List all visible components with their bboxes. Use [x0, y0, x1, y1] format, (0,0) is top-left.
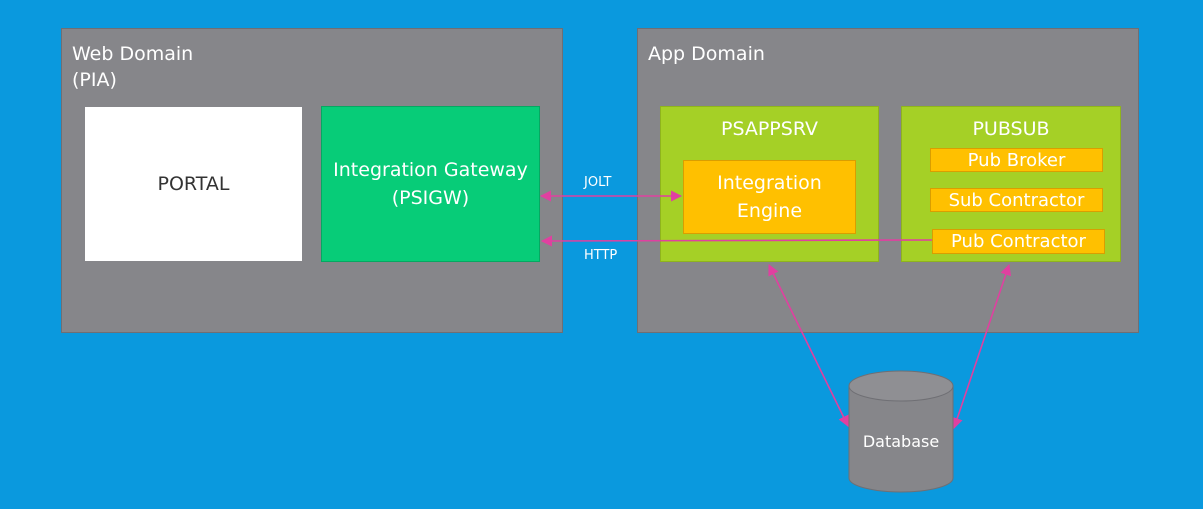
http-label: HTTP — [584, 248, 618, 263]
sub-contractor-box: Sub Contractor — [930, 188, 1103, 212]
portal-box: PORTAL — [85, 107, 302, 261]
http-connector — [540, 235, 933, 247]
pubsub-title: PUBSUB — [972, 118, 1050, 140]
jolt-label: JOLT — [584, 175, 612, 190]
integration-engine-box: Integration Engine — [683, 160, 856, 234]
app-domain-title: App Domain — [648, 43, 765, 65]
database-cylinder: Database — [848, 370, 954, 493]
portal-label: PORTAL — [157, 173, 230, 195]
integration-engine-label: Integration Engine — [717, 172, 822, 222]
web-domain-title: Web Domain (PIA) — [72, 43, 194, 91]
integration-gateway-box: Integration Gateway (PSIGW) — [321, 106, 540, 262]
pub-contractor-label: Pub Contractor — [951, 231, 1086, 252]
pub-broker-label: Pub Broker — [967, 149, 1066, 171]
pub-broker-box: Pub Broker — [930, 148, 1103, 172]
database-label: Database — [863, 432, 939, 451]
pub-contractor-box: Pub Contractor — [932, 229, 1105, 254]
pubsub-database-connector — [951, 263, 1012, 430]
psappsrv-title: PSAPPSRV — [720, 118, 818, 140]
psappsrv-database-connector — [768, 263, 849, 428]
integration-gateway-label: Integration Gateway (PSIGW) — [333, 159, 528, 209]
sub-contractor-label: Sub Contractor — [948, 189, 1085, 211]
